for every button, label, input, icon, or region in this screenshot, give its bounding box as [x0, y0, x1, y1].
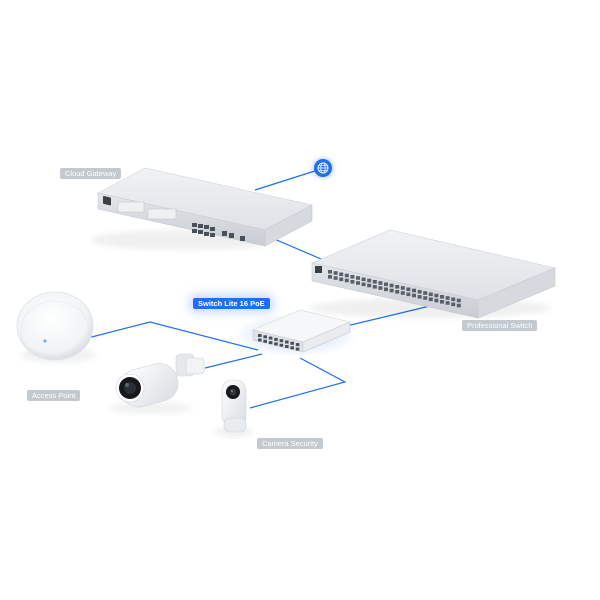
ethernet-port	[274, 337, 278, 341]
ethernet-port	[274, 342, 278, 346]
ethernet-port	[268, 341, 273, 345]
professional-switch-device	[310, 229, 556, 319]
ethernet-port	[445, 296, 450, 300]
ethernet-port	[290, 346, 294, 350]
globe-icon	[317, 162, 329, 174]
ethernet-port	[339, 277, 344, 282]
ethernet-port	[395, 290, 400, 294]
ethernet-port	[440, 300, 444, 304]
ethernet-port	[356, 281, 360, 285]
ethernet-port	[290, 341, 294, 345]
ethernet-port	[295, 347, 300, 351]
link-gateway-internet	[254, 169, 319, 191]
ethernet-port	[378, 286, 383, 290]
ethernet-port	[406, 287, 411, 292]
ethernet-port	[333, 271, 338, 275]
ethernet-port	[395, 285, 400, 289]
ethernet-port	[361, 277, 366, 282]
ethernet-port	[389, 288, 394, 293]
switch-lite-device	[234, 309, 358, 357]
ethernet-port	[434, 293, 439, 298]
ethernet-port	[412, 288, 416, 293]
ethernet-port	[428, 297, 433, 302]
cloud-gateway-device	[90, 167, 313, 250]
ethernet-port	[456, 303, 461, 308]
ethernet-port	[344, 273, 349, 278]
ethernet-port	[417, 295, 422, 299]
ethernet-port	[263, 339, 267, 343]
ethernet-port	[389, 283, 394, 288]
ethernet-port	[279, 339, 284, 343]
ethernet-port	[434, 298, 439, 303]
ethernet-port	[456, 298, 461, 303]
label-access-point: Access Point	[27, 390, 81, 401]
ethernet-port	[372, 285, 377, 289]
internet-globe-badge	[314, 159, 332, 177]
ethernet-port	[258, 334, 262, 337]
ethernet-port	[356, 276, 360, 280]
ethernet-port	[372, 280, 377, 284]
ethernet-port	[268, 336, 273, 340]
ethernet-port	[285, 340, 289, 344]
ethernet-port	[367, 283, 372, 288]
ethernet-port	[339, 272, 344, 277]
ethernet-port	[350, 275, 355, 279]
switch-lite-ports	[258, 334, 300, 351]
ethernet-port	[361, 282, 366, 287]
ethernet-port	[423, 291, 428, 295]
ethernet-port	[451, 297, 456, 302]
label-camera-security: Camera Security	[257, 438, 323, 449]
ethernet-port	[295, 343, 300, 347]
ethernet-port	[417, 290, 422, 294]
ethernet-port	[400, 286, 405, 290]
ethernet-port	[263, 335, 267, 339]
ethernet-port	[350, 280, 355, 284]
ethernet-port	[451, 302, 456, 307]
link-switch-lite-dome-camera	[249, 357, 347, 409]
ethernet-port	[440, 295, 444, 299]
label-switch-lite-16-poe: Switch Lite 16 PoE	[193, 298, 270, 309]
label-cloud-gateway: Cloud Gateway	[60, 168, 122, 179]
ethernet-port	[400, 291, 405, 295]
ethernet-port	[428, 292, 433, 297]
ethernet-port	[378, 281, 383, 285]
label-professional-switch: Professional Switch	[462, 320, 538, 331]
ethernet-port	[279, 343, 284, 347]
ethernet-port	[367, 278, 372, 283]
dome-camera-device	[214, 379, 254, 437]
ethernet-port	[406, 292, 411, 297]
ethernet-port	[344, 278, 349, 283]
ethernet-port	[328, 275, 332, 279]
ethernet-port	[328, 270, 332, 274]
link-switch-lite-bullet-camera	[204, 353, 263, 369]
ethernet-port	[285, 345, 289, 348]
ethernet-port	[384, 287, 388, 292]
professional-switch-ports	[328, 270, 461, 308]
bullet-camera-device	[108, 353, 205, 414]
ethernet-port	[423, 296, 428, 300]
ethernet-port	[445, 301, 450, 305]
link-switch-lite-access-point	[79, 321, 259, 351]
access-point-device	[16, 291, 96, 363]
ethernet-port	[258, 338, 262, 342]
ethernet-port	[333, 276, 338, 280]
ethernet-port	[412, 293, 416, 298]
ethernet-port	[384, 282, 388, 287]
